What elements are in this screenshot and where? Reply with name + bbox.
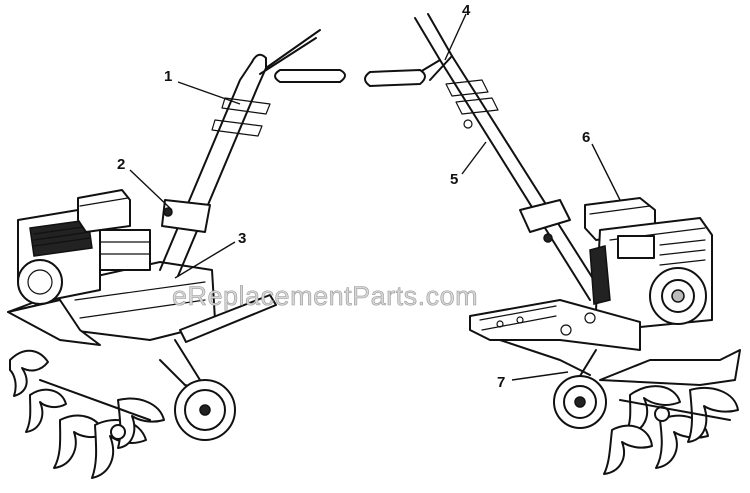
right-tiller-tines [599, 349, 741, 475]
left-tiller-engine [17, 189, 151, 305]
right-tiller [364, 13, 741, 475]
left-tiller [7, 29, 346, 479]
callout-5: 5 [450, 171, 458, 188]
callout-6: 6 [582, 129, 590, 146]
watermark-text: eReplacementParts.com [172, 281, 478, 311]
callout-7: 7 [497, 374, 505, 391]
callout-2: 2 [117, 156, 125, 173]
left-tiller-tines [9, 349, 165, 479]
callout-4: 4 [462, 2, 471, 19]
left-tiller-handlebar [159, 29, 346, 277]
left-tiller-wheel-assembly [159, 294, 277, 441]
callouts: 1 2 3 4 5 6 7 [117, 2, 621, 391]
right-tiller-frame [469, 299, 641, 351]
callout-3: 3 [238, 230, 246, 247]
callout-1: 1 [164, 68, 172, 85]
right-tiller-handlebar [364, 13, 605, 301]
right-tiller-engine [584, 197, 713, 331]
right-tiller-wheel [553, 349, 607, 429]
